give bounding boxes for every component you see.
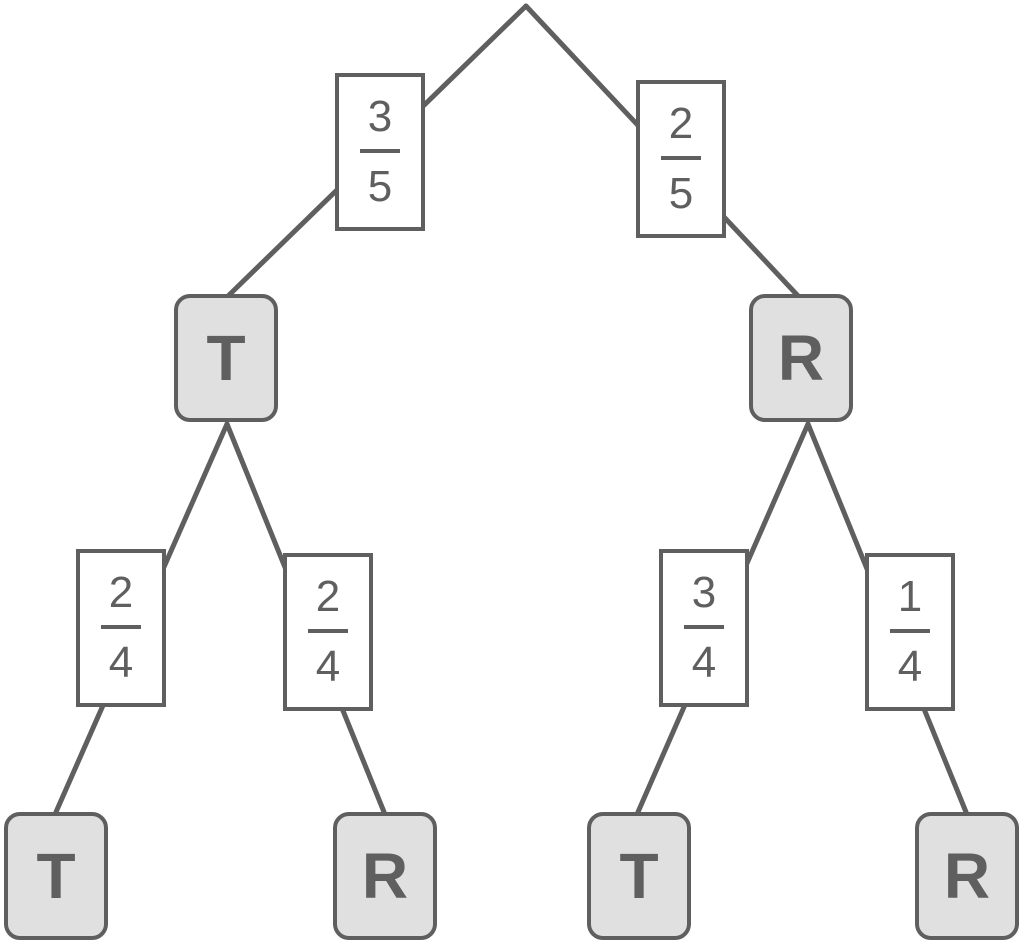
fraction-bar: [890, 629, 930, 633]
outcome-node-first-r: R: [749, 294, 853, 422]
prob-numerator: 1: [897, 572, 923, 621]
fraction-bar: [101, 625, 141, 629]
prob-denominator: 4: [108, 638, 134, 687]
outcome-node-r-then-r: R: [915, 812, 1019, 940]
fraction-bar: [684, 625, 724, 629]
prob-box-r-then-r: 1 4: [865, 553, 955, 711]
outcome-node-t-then-t: T: [4, 812, 108, 940]
prob-denominator: 4: [691, 638, 717, 687]
outcome-label: T: [619, 840, 659, 912]
fraction-bar: [360, 149, 400, 153]
outcome-node-r-then-t: T: [587, 812, 691, 940]
outcome-node-first-t: T: [174, 294, 278, 422]
outcome-node-t-then-r: R: [333, 812, 437, 940]
fraction-bar: [661, 156, 701, 160]
prob-box-r-then-t: 3 4: [659, 549, 749, 707]
prob-denominator: 5: [668, 169, 694, 218]
prob-numerator: 3: [367, 92, 393, 141]
outcome-label: T: [36, 840, 76, 912]
prob-denominator: 4: [897, 642, 923, 691]
prob-numerator: 2: [668, 99, 694, 148]
prob-numerator: 2: [108, 568, 134, 617]
prob-numerator: 2: [315, 572, 341, 621]
outcome-label: R: [943, 840, 991, 912]
prob-box-t-then-r: 2 4: [283, 553, 373, 711]
outcome-label: T: [206, 322, 246, 394]
prob-denominator: 5: [367, 162, 393, 211]
prob-box-t-then-t: 2 4: [76, 549, 166, 707]
fraction-bar: [308, 629, 348, 633]
outcome-label: R: [777, 322, 825, 394]
prob-denominator: 4: [315, 642, 341, 691]
outcome-label: R: [361, 840, 409, 912]
prob-numerator: 3: [691, 568, 717, 617]
prob-box-first-t: 3 5: [335, 73, 425, 231]
prob-box-first-r: 2 5: [636, 80, 726, 238]
